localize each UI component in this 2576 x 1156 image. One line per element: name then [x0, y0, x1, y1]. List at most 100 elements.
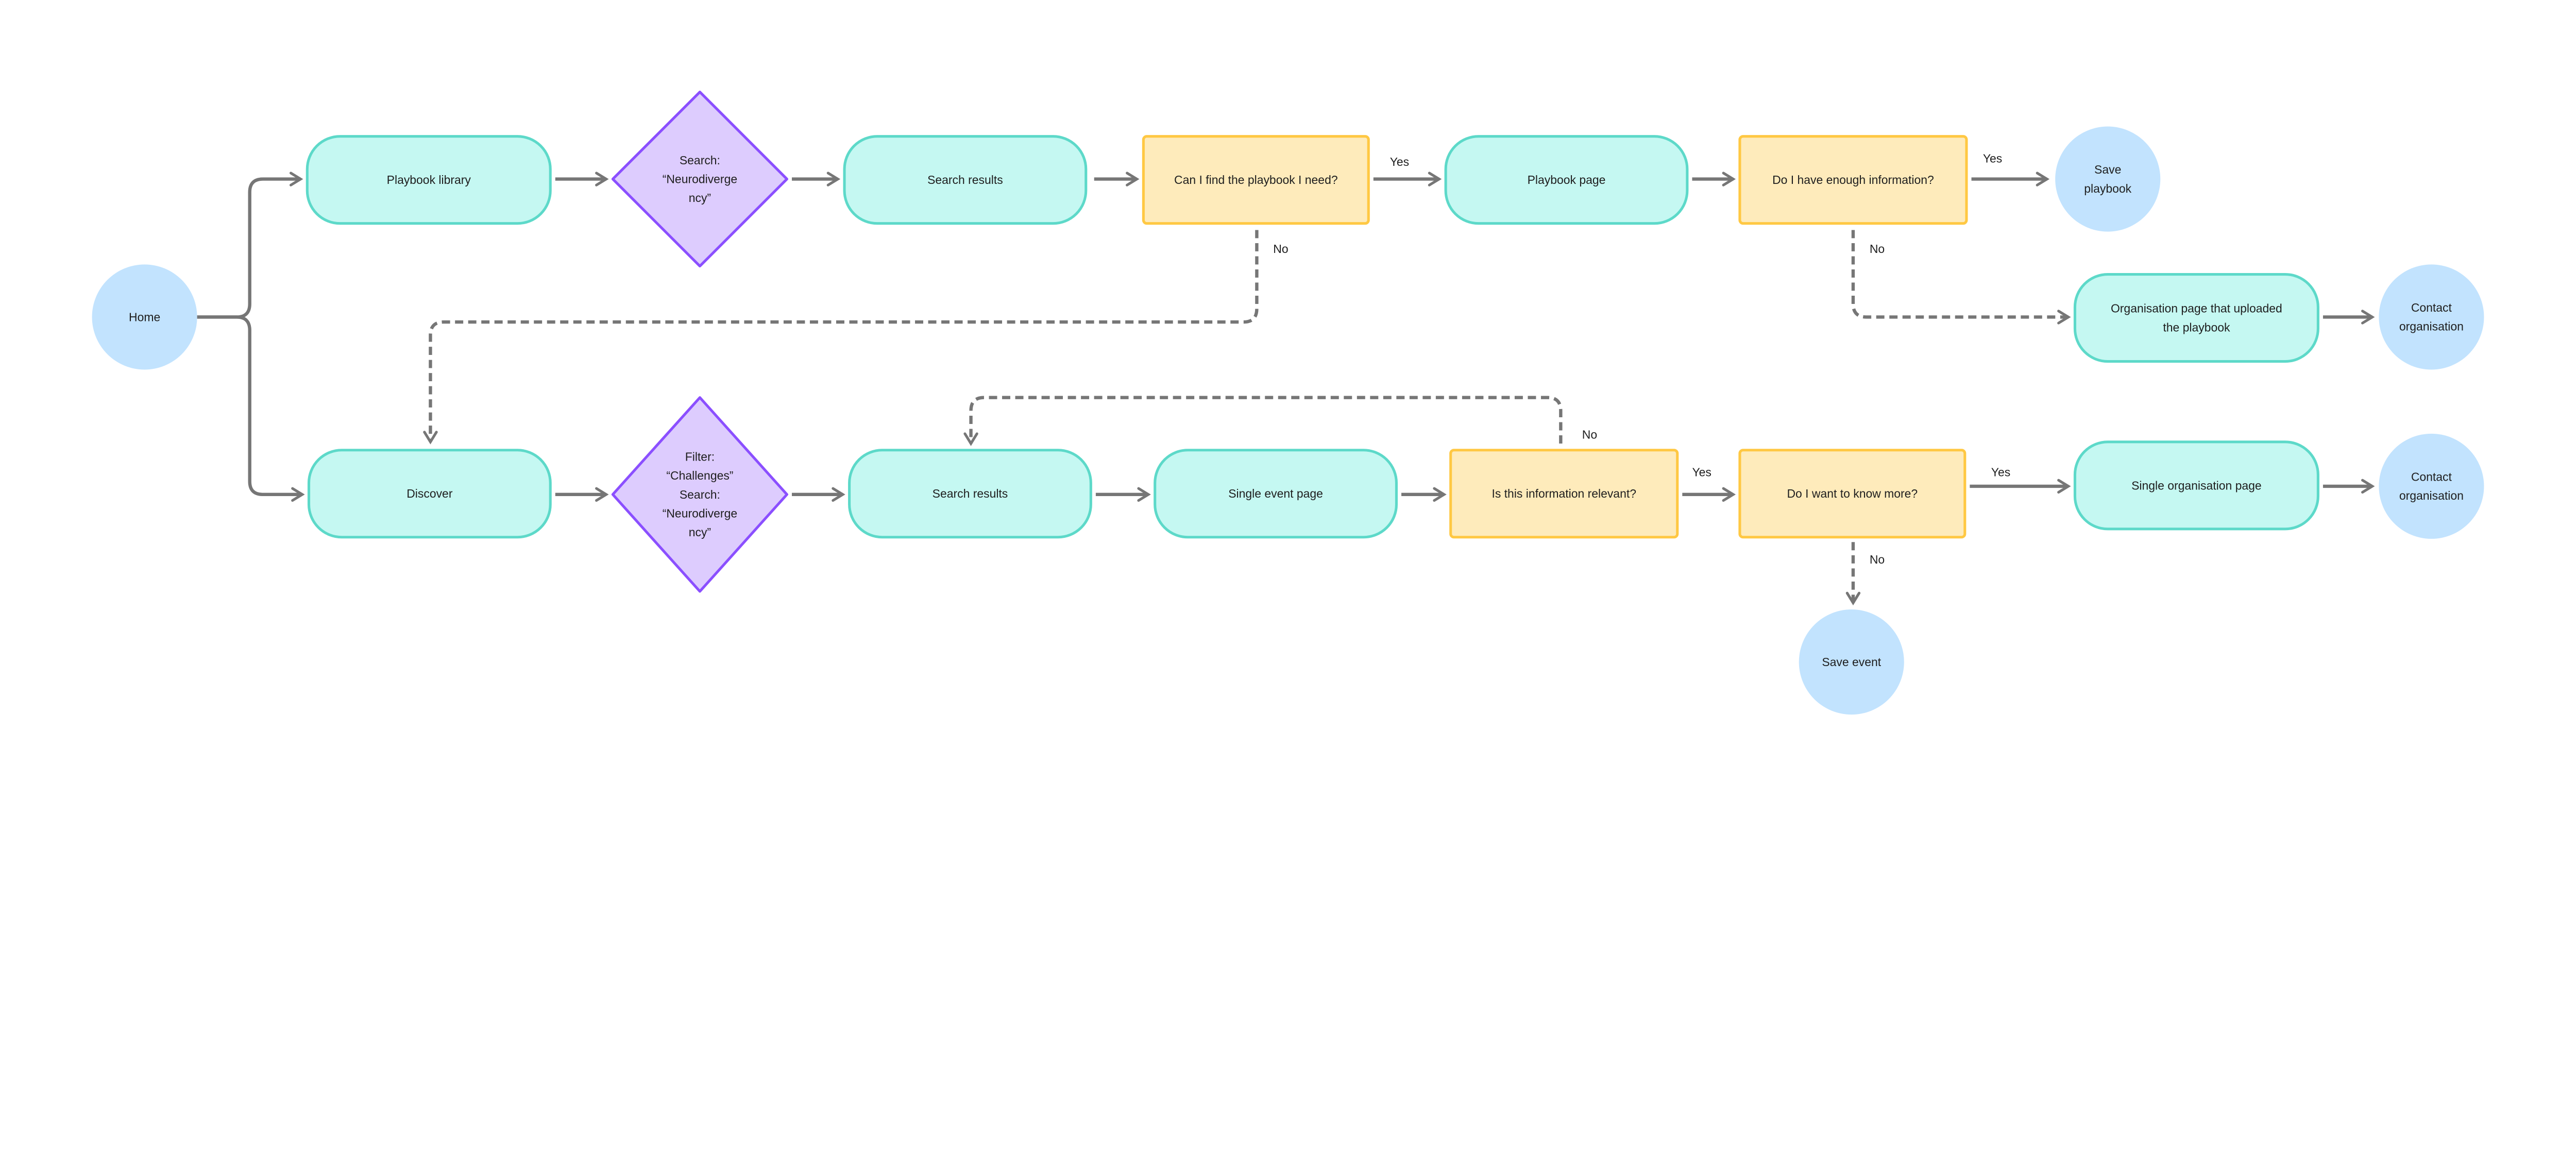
edge-label: Yes	[1991, 466, 2010, 479]
arrowhead-icon	[1433, 487, 1447, 502]
node-search-results-2[interactable]: Search results	[848, 449, 1092, 539]
connector-line	[197, 315, 302, 497]
arrowhead-icon	[1126, 172, 1140, 186]
connector-enough-yes: Yes	[1971, 152, 2050, 186]
connector-know-more-yes: Yes	[1970, 466, 2071, 494]
node-save-event[interactable]: Save event	[1799, 609, 1904, 715]
decision-box	[1449, 449, 1679, 539]
node-label: ncy”	[689, 525, 711, 539]
edge-label: No	[1870, 242, 1885, 256]
edge-label: No	[1870, 553, 1885, 566]
connector-library-to-search	[555, 172, 609, 186]
node-label: Search results	[933, 487, 1008, 500]
arrowhead-icon	[595, 172, 609, 186]
edge-label: Yes	[1692, 466, 1711, 479]
node-home[interactable]: Home	[92, 264, 197, 370]
decision-box	[1142, 135, 1370, 225]
node-label: organisation	[2399, 489, 2464, 502]
node-label: “Neurodiverge	[663, 506, 737, 520]
node-label: “Neurodiverge	[663, 173, 737, 186]
arrowhead-icon	[595, 487, 609, 502]
node-label: Contact	[2411, 301, 2452, 314]
edge-label: Yes	[1983, 152, 2002, 165]
node-label: Playbook library	[387, 173, 471, 186]
node-contact-org-1[interactable]: Contact organisation	[2379, 264, 2484, 370]
edge-label: No	[1273, 242, 1288, 256]
node-label: ncy”	[689, 191, 711, 205]
page-box	[307, 449, 552, 539]
connector-event-to-relevant	[1401, 487, 1447, 502]
terminal-circle	[1799, 609, 1904, 715]
connector-org-to-contact1	[2323, 310, 2375, 325]
node-filter-search-action[interactable]: Filter:“Challenges”Search:“Neurodivergen…	[611, 396, 788, 593]
arrowhead-icon	[2036, 172, 2050, 186]
action-diamond	[611, 91, 788, 268]
arrowhead-icon	[1722, 172, 1736, 186]
node-decision-know-more[interactable]: Do I want to know more?	[1738, 449, 1967, 539]
arrowhead-icon	[1845, 591, 1861, 606]
page-box	[1154, 449, 1398, 539]
arrowhead-icon	[1722, 487, 1736, 502]
node-label: playbook	[2084, 182, 2131, 195]
connector-line	[429, 230, 1259, 442]
connector-relevant-yes: Yes	[1682, 466, 1736, 502]
node-contact-org-2[interactable]: Contact organisation	[2379, 433, 2484, 539]
terminal-circle	[2379, 433, 2484, 539]
connector-results1-to-decision	[1094, 172, 1140, 186]
connector-find-yes: Yes	[1373, 155, 1442, 186]
page-box	[1444, 135, 1689, 225]
arrowhead-icon	[289, 172, 303, 186]
node-decision-find-playbook[interactable]: Can I find the playbook I need?	[1142, 135, 1370, 225]
node-decision-relevant[interactable]: Is this information relevant?	[1449, 449, 1679, 539]
action-diamond	[611, 396, 788, 593]
node-label: Contact	[2411, 470, 2452, 484]
node-label: Single organisation page	[2131, 479, 2262, 492]
node-label: Is this information relevant?	[1492, 487, 1636, 500]
node-single-event-page[interactable]: Single event page	[1154, 449, 1398, 539]
arrowhead-icon	[826, 172, 841, 186]
node-label: Single event page	[1228, 487, 1323, 500]
node-label: Playbook page	[1528, 173, 1606, 186]
arrowhead-icon	[963, 432, 978, 446]
edge-label: No	[1582, 428, 1597, 441]
node-label: Search:	[680, 154, 720, 167]
terminal-circle	[2055, 126, 2161, 232]
connector-know-more-no: No	[1845, 542, 1885, 606]
node-playbook-library[interactable]: Playbook library	[306, 135, 552, 225]
page-box	[848, 449, 1092, 539]
decision-box	[1738, 135, 1968, 225]
arrowhead-icon	[1137, 487, 1151, 502]
connector-home-to-discover	[197, 315, 305, 502]
node-playbook-page[interactable]: Playbook page	[1444, 135, 1689, 225]
node-label: organisation	[2399, 320, 2464, 333]
connector-discover-to-filter	[555, 487, 609, 502]
connector-line	[197, 177, 301, 319]
connector-search-to-results1	[791, 172, 841, 186]
connector-enough-no: No	[1851, 230, 2071, 325]
node-save-playbook[interactable]: Save playbook	[2055, 126, 2161, 232]
node-search-action-1[interactable]: Search: “Neurodiverge ncy”	[611, 91, 788, 268]
node-label: Home	[129, 310, 160, 324]
node-single-org-page[interactable]: Single organisation page	[2073, 440, 2319, 531]
node-label: Search:	[680, 488, 720, 501]
page-box	[306, 135, 552, 225]
connector-org-to-contact2	[2323, 479, 2375, 494]
node-label: Discover	[406, 487, 453, 500]
arrowhead-icon	[2057, 310, 2071, 325]
arrowhead-icon	[1428, 172, 1442, 186]
node-search-results-1[interactable]: Search results	[843, 135, 1088, 225]
terminal-circle	[92, 264, 197, 370]
arrowhead-icon	[291, 487, 305, 502]
node-decision-enough-info[interactable]: Do I have enough information?	[1738, 135, 1968, 225]
node-discover[interactable]: Discover	[307, 449, 552, 539]
connector-results2-to-event	[1095, 487, 1151, 502]
page-box	[2073, 273, 2319, 363]
connector-relevant-no: No	[963, 396, 1597, 446]
arrowhead-icon	[423, 431, 438, 445]
arrowhead-icon	[2361, 310, 2375, 325]
node-label: Save	[2094, 163, 2121, 176]
decision-box	[1738, 449, 1967, 539]
connector-line	[1851, 230, 2069, 319]
connector-find-no: No	[423, 230, 1289, 445]
